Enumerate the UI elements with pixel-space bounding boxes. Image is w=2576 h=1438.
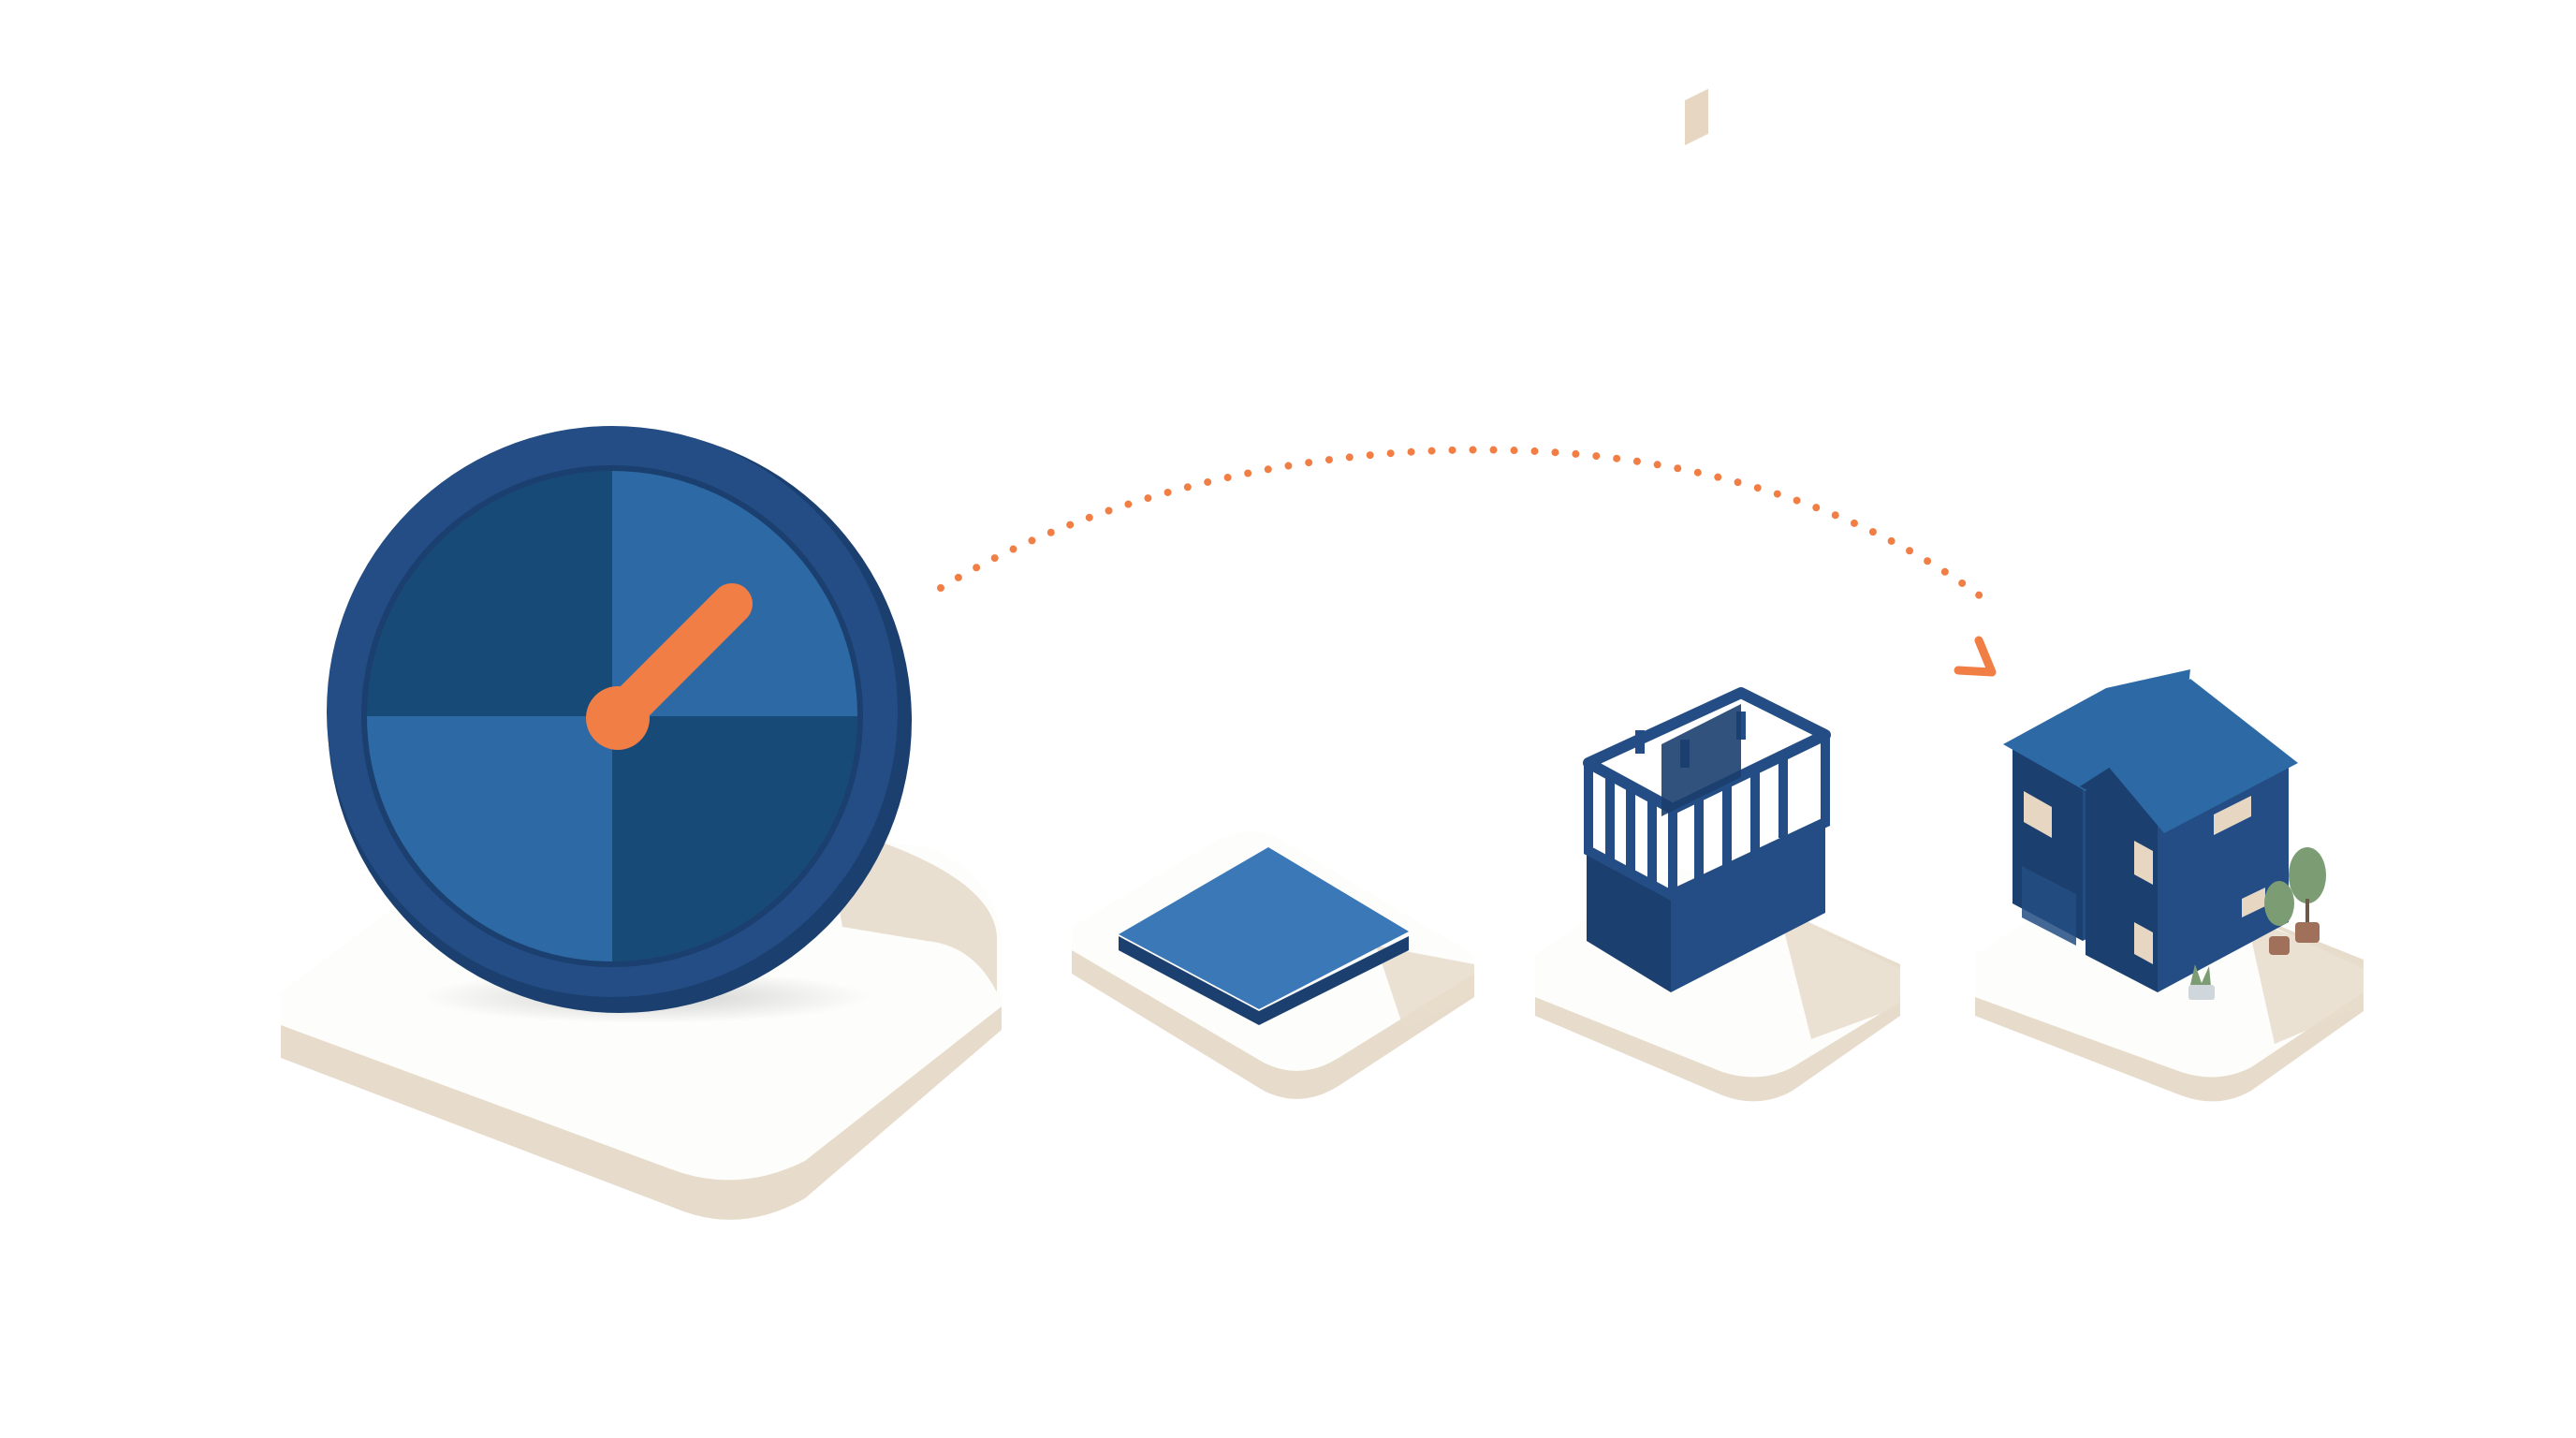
dotted-connector xyxy=(937,446,1997,677)
frame-door-opening xyxy=(1685,88,1708,146)
house-stage xyxy=(1975,669,2364,1102)
clock-stage xyxy=(281,426,1002,1220)
arrow-head-icon xyxy=(1954,636,1997,677)
foundation-slab-icon xyxy=(1119,847,1409,1025)
potted-plants xyxy=(2188,847,2326,1000)
finished-house-icon xyxy=(2003,669,2326,1000)
house-frame-icon xyxy=(1583,88,1831,992)
clock-hand xyxy=(586,583,753,750)
garage-door xyxy=(2022,866,2076,946)
house-windows xyxy=(2024,791,2265,964)
foundation-stage xyxy=(1072,831,1474,1099)
frame-stage xyxy=(1535,88,1900,1102)
clock-icon xyxy=(327,426,912,1013)
